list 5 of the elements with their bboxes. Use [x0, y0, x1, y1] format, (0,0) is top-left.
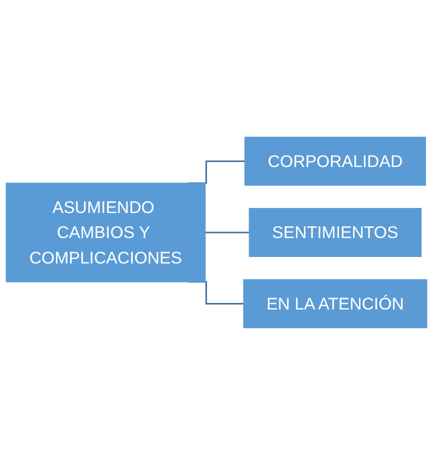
- connector: [205, 231, 250, 233]
- node-box: EN LA ATENCIÓN: [243, 278, 428, 328]
- node-box: SENTIMIENTOS: [248, 208, 422, 256]
- node-box: CORPORALIDAD: [244, 136, 426, 186]
- node-box: ASUMIENDO CAMBIOS Y COMPLICACIONES: [6, 182, 206, 282]
